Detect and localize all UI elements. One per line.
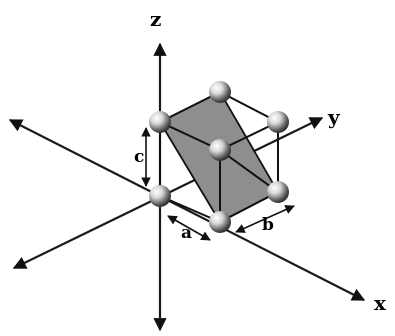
atom: [149, 185, 171, 207]
atom: [209, 81, 231, 103]
atoms: [149, 81, 289, 233]
dimension-a-label: a: [181, 223, 192, 243]
y-axis-label: y: [327, 105, 341, 129]
atom: [267, 181, 289, 203]
dimension-b-label: b: [262, 215, 274, 235]
dimension-c-label: c: [134, 147, 144, 167]
atom: [209, 139, 231, 161]
atom: [267, 111, 289, 133]
x-axis-label: x: [374, 291, 387, 315]
dimension-a-arrow: [167, 215, 211, 241]
dimension-b-arrow: [235, 205, 295, 233]
atom: [149, 111, 171, 133]
z-axis-label: z: [150, 7, 161, 31]
atom: [209, 211, 231, 233]
